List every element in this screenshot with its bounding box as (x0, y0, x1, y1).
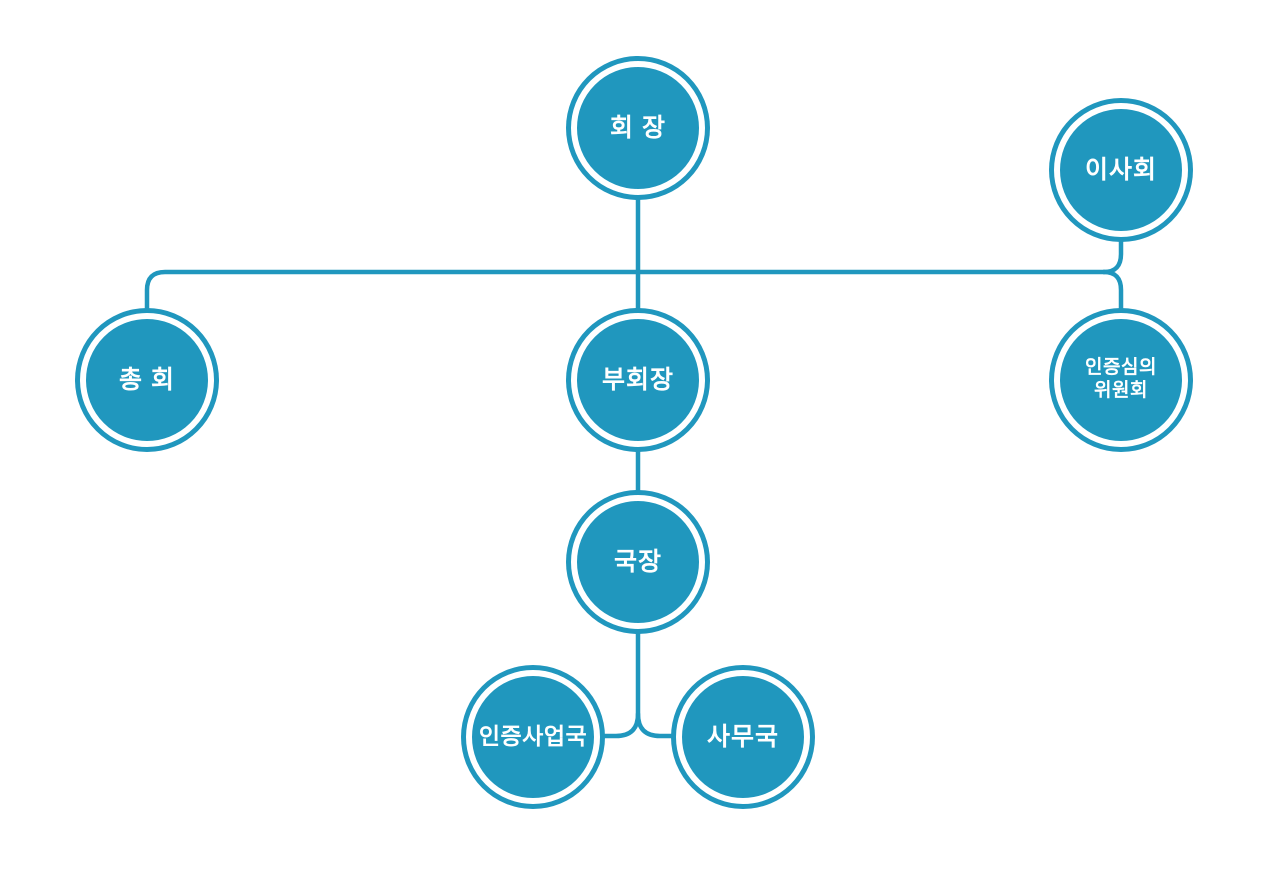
node-label: 사무국 (706, 723, 779, 751)
node-label: 총 회 (119, 366, 175, 394)
node-label: 부회장 (601, 366, 674, 394)
node-label: 이사회 (1084, 156, 1157, 184)
node-label: 인증사업국 (478, 723, 588, 750)
org-node-general-assembly: 총 회 (80, 313, 214, 447)
connector-rail (144, 269, 1107, 383)
connector-director-secretariat (635, 711, 746, 739)
org-node-chairman: 회 장 (571, 61, 705, 195)
node-label: 회 장 (610, 114, 666, 142)
node-label: 인증심의 위원회 (1085, 357, 1157, 401)
org-node-cert-business-bureau: 인증사업국 (466, 670, 600, 804)
org-node-cert-review-committee: 인증심의 위원회 (1054, 313, 1188, 447)
org-node-bureau-director: 국장 (571, 495, 705, 629)
org-node-vice-chairman: 부회장 (571, 313, 705, 447)
org-node-secretariat: 사무국 (676, 670, 810, 804)
connector-rail-to-committee (1101, 269, 1124, 383)
node-label: 국장 (613, 548, 662, 576)
org-node-board-of-directors: 이사회 (1054, 103, 1188, 237)
